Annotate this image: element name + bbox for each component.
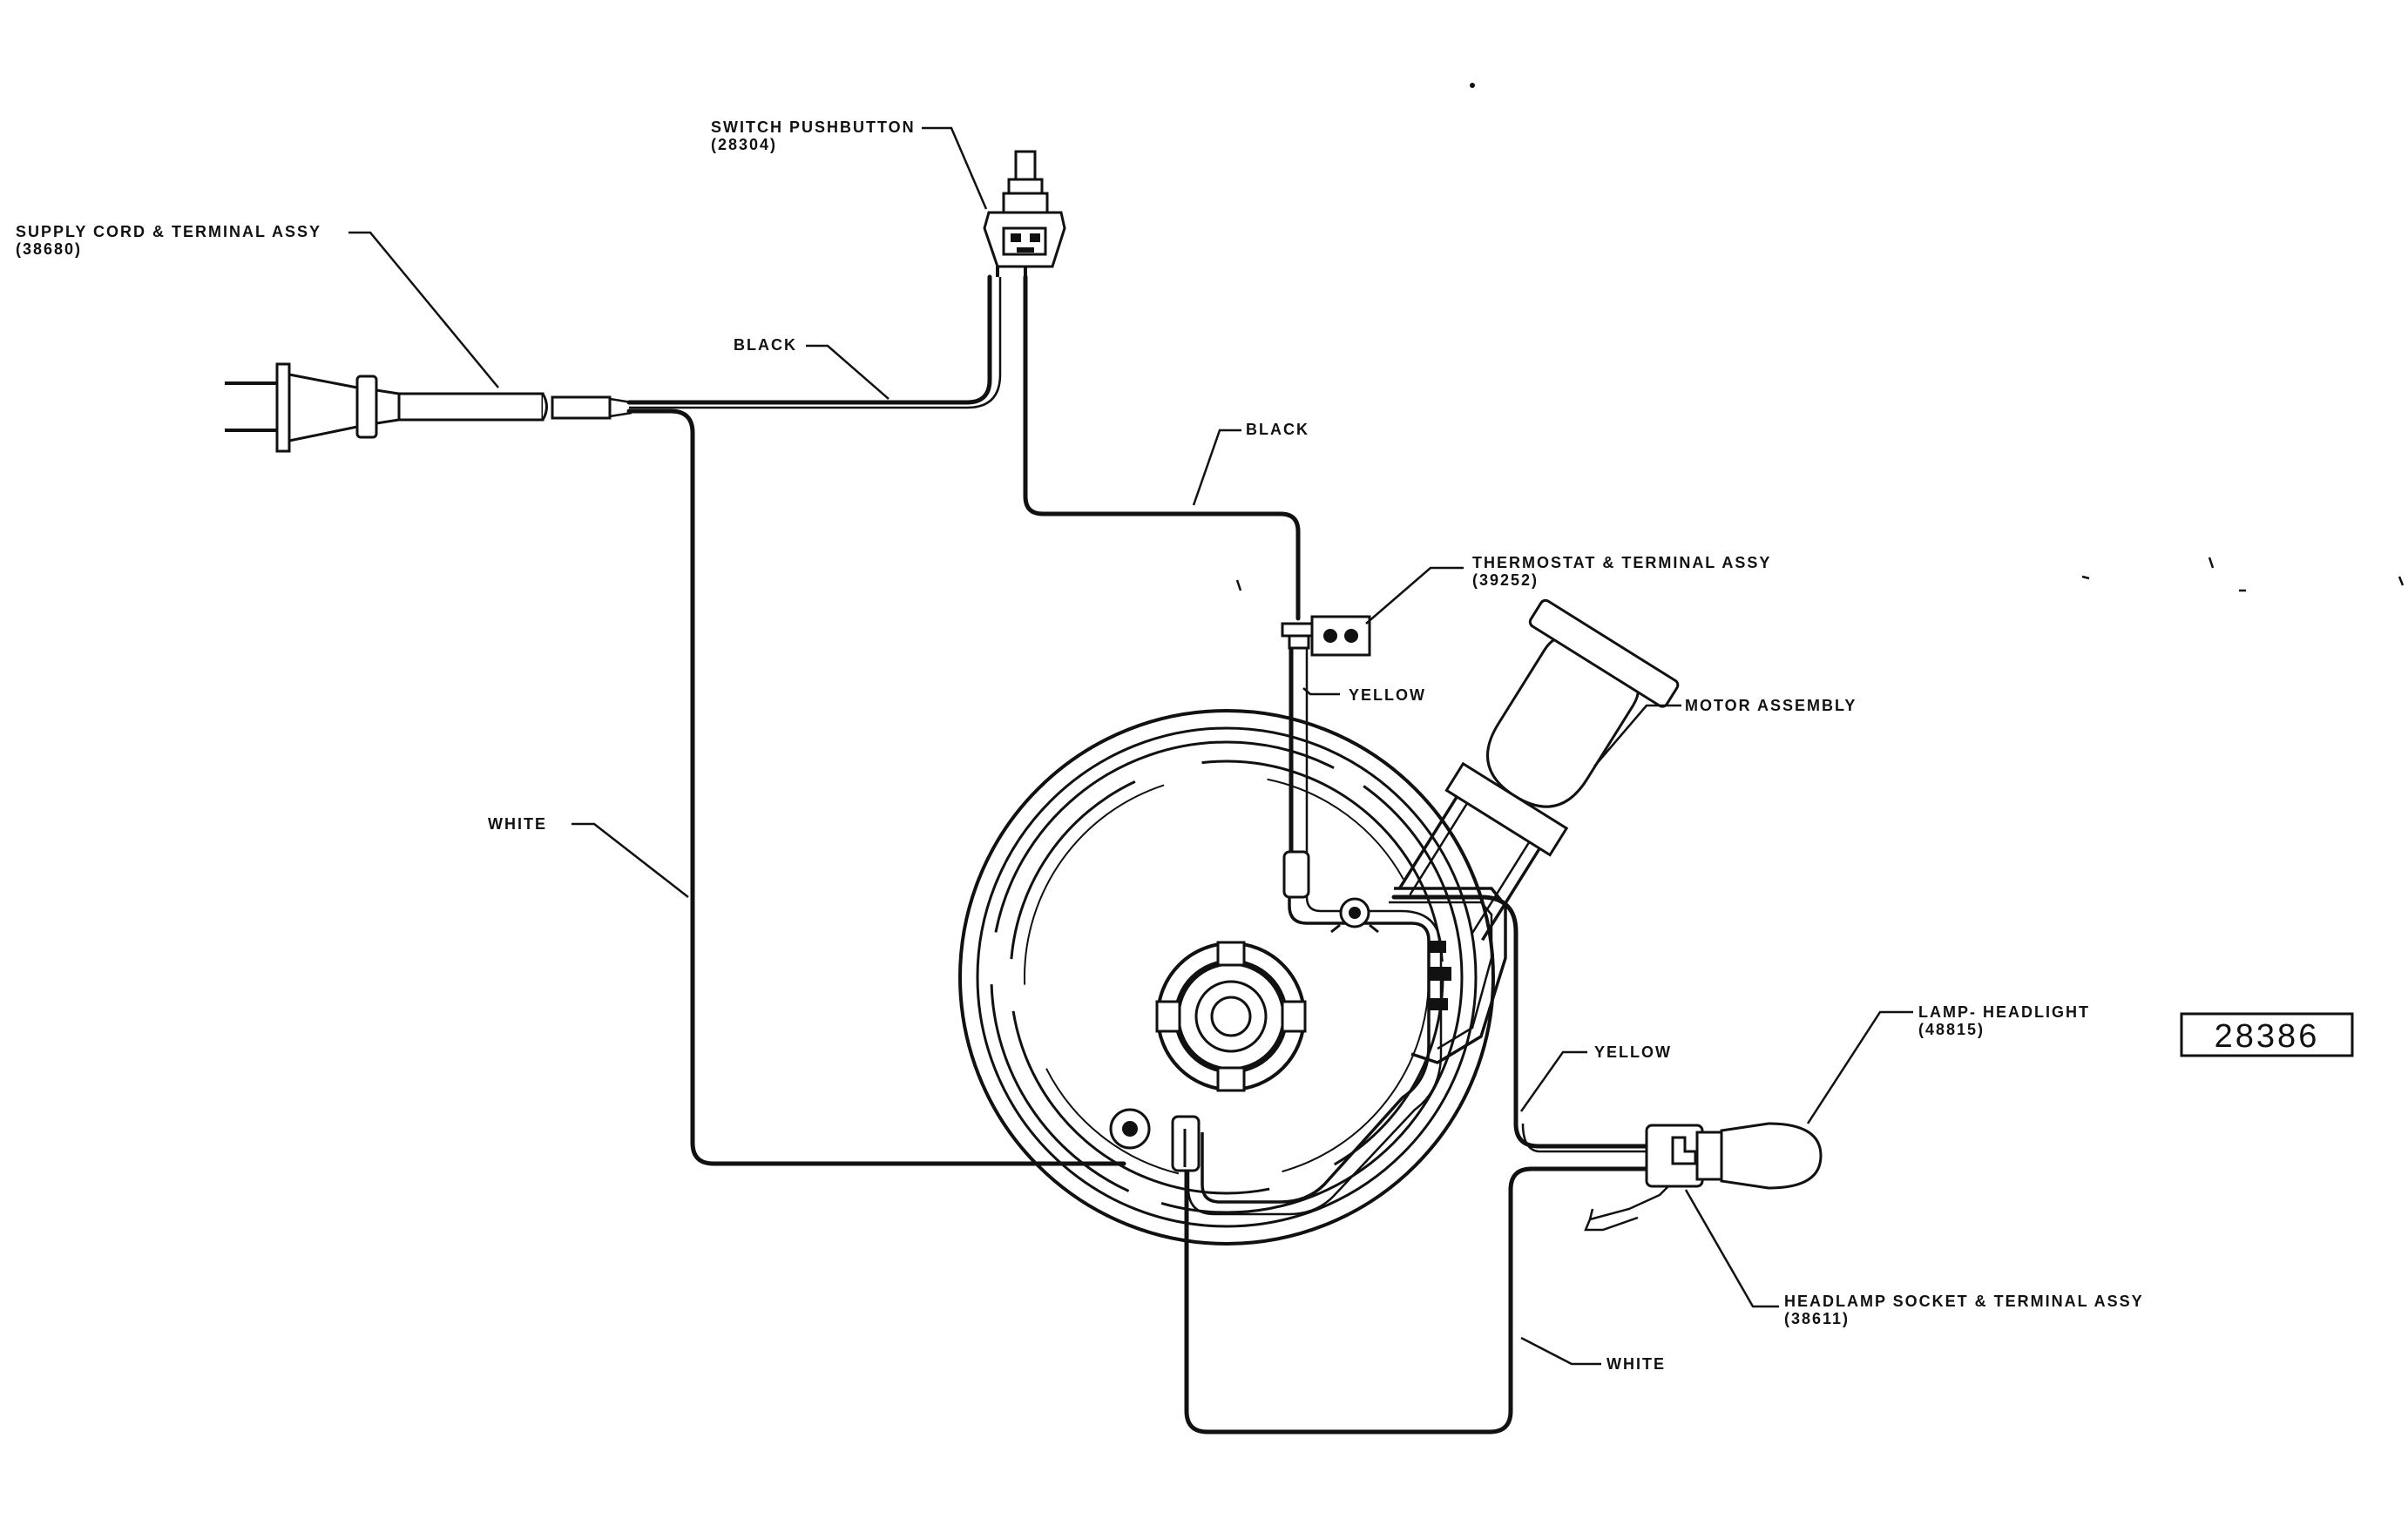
black-wire-label-2: BLACK bbox=[1246, 421, 1309, 438]
lamp-part-number: (48815) bbox=[1918, 1021, 1985, 1038]
thermostat bbox=[1281, 615, 1371, 657]
motor-housing bbox=[958, 709, 1507, 1246]
supply-cord-label: SUPPLY CORD & TERMINAL ASSY bbox=[16, 223, 321, 240]
motor-assembly bbox=[1398, 598, 1680, 942]
switch-pushbutton bbox=[983, 150, 1066, 277]
scan-specks bbox=[1235, 83, 2405, 592]
thermostat-label: THERMOSTAT & TERMINAL ASSY bbox=[1472, 554, 1771, 571]
headlamp-socket-label: HEADLAMP SOCKET & TERMINAL ASSY bbox=[1784, 1293, 2144, 1310]
leader-lines bbox=[348, 126, 1913, 1366]
switch-part-number: (28304) bbox=[711, 136, 777, 153]
headlamp-socket-part-number: (38611) bbox=[1784, 1310, 1850, 1327]
drawing-number: 28386 bbox=[2215, 1018, 2320, 1055]
supply-cord-plug bbox=[225, 362, 632, 453]
white-wire-label-2: WHITE bbox=[1606, 1355, 1666, 1373]
lamp-label: LAMP- HEADLIGHT bbox=[1918, 1003, 2090, 1021]
yellow-wire-label-1: YELLOW bbox=[1349, 686, 1426, 704]
motor-assembly-label: MOTOR ASSEMBLY bbox=[1685, 697, 1857, 714]
supply-cord-part-number: (38680) bbox=[16, 240, 82, 258]
drawing-number-box: 28386 bbox=[2180, 1012, 2354, 1057]
headlight-lamp bbox=[1720, 1122, 1823, 1190]
yellow-wire-label-2: YELLOW bbox=[1594, 1043, 1672, 1061]
headlamp-socket bbox=[1584, 1124, 1723, 1232]
labels: SWITCH PUSHBUTTON (28304) SUPPLY CORD & … bbox=[16, 118, 2144, 1373]
white-wire-label-1: WHITE bbox=[488, 815, 547, 833]
switch-label: SWITCH PUSHBUTTON bbox=[711, 118, 916, 136]
wires bbox=[626, 274, 1649, 1435]
thermostat-part-number: (39252) bbox=[1472, 571, 1539, 589]
black-wire-label-1: BLACK bbox=[734, 336, 797, 354]
